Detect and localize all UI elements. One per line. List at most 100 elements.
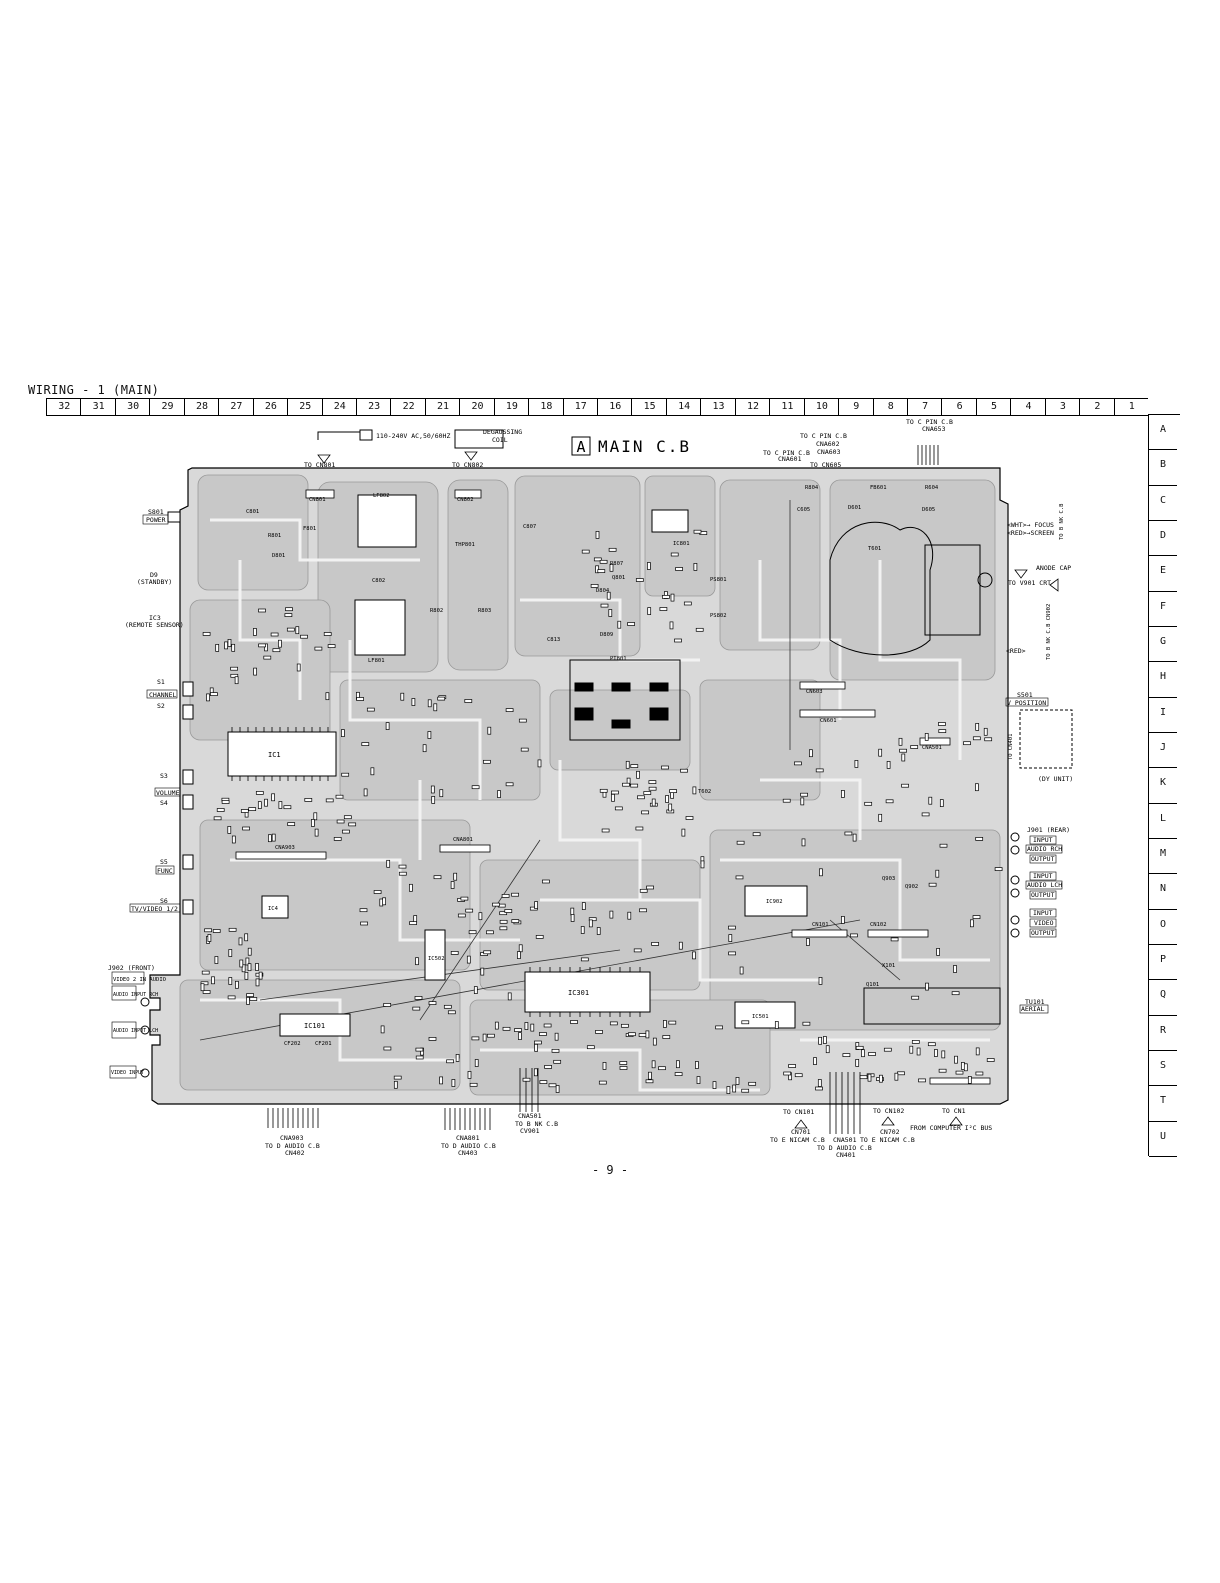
component-mark — [360, 921, 368, 926]
cna501-label: CNA501 — [518, 1112, 542, 1120]
column-label: 17 — [562, 399, 598, 415]
component-mark — [393, 1075, 402, 1080]
component-mark — [608, 609, 613, 617]
component-mark — [314, 646, 323, 651]
component-mark — [953, 965, 957, 973]
component-mark — [244, 933, 249, 942]
component-mark — [662, 595, 670, 599]
component-mark — [415, 1055, 424, 1060]
board-label-text: MAIN C.B — [598, 437, 691, 456]
component-mark — [696, 1076, 701, 1084]
column-label: 2 — [1079, 399, 1114, 415]
c605-label: C605 — [797, 507, 810, 513]
component-mark — [433, 703, 438, 712]
component-mark — [984, 737, 993, 742]
component-mark — [668, 1020, 677, 1025]
component-mark — [924, 733, 929, 741]
right-labels: <WHT>→ FOCUS <RED>→SCREEN TO B NK C.B AN… — [1005, 503, 1073, 1014]
component-mark — [975, 783, 979, 792]
component-mark — [450, 951, 459, 955]
component-mark — [255, 978, 260, 987]
component-mark — [916, 1047, 921, 1056]
column-label: 25 — [287, 399, 322, 415]
d809-label: D809 — [600, 632, 613, 638]
component-mark — [492, 902, 500, 907]
component-mark — [200, 983, 205, 992]
component-mark — [534, 1043, 538, 1052]
component-mark — [897, 1071, 905, 1076]
component-mark — [648, 1071, 652, 1080]
component-mark — [861, 1049, 865, 1058]
row-label: O — [1149, 909, 1177, 945]
component-mark — [455, 1054, 460, 1062]
board-label-letter: A — [576, 438, 585, 456]
component-mark — [934, 1049, 938, 1057]
cn603-label: CN603 — [806, 689, 823, 695]
component-mark — [909, 1045, 914, 1054]
cna603-label: CNA603 — [817, 448, 841, 456]
component-mark — [313, 812, 318, 821]
component-mark — [341, 729, 345, 737]
component-mark — [669, 621, 674, 630]
s1-label: S1 — [157, 678, 165, 686]
component-mark — [627, 622, 635, 626]
screen-label: <RED>→SCREEN — [1007, 529, 1054, 537]
component-mark — [258, 643, 266, 648]
component-mark — [859, 1075, 868, 1080]
column-label: 30 — [114, 399, 150, 415]
component-mark — [555, 1085, 560, 1093]
component-mark — [685, 816, 694, 820]
audio-input-lch-label: AUDIO INPUT LCH — [113, 1028, 158, 1034]
component-mark — [625, 760, 630, 769]
cna653-label: CNA653 — [922, 425, 946, 433]
component-mark — [253, 628, 257, 636]
component-mark — [726, 1086, 731, 1094]
component-mark — [975, 1071, 984, 1076]
component-mark — [819, 868, 823, 877]
to-cn801-label: TO CN801 — [304, 461, 335, 469]
component-mark — [295, 626, 300, 635]
component-mark — [596, 927, 601, 935]
component-mark — [728, 934, 733, 942]
cable-bundles — [267, 445, 939, 1134]
r807-label: R807 — [610, 561, 623, 567]
component-mark — [241, 964, 246, 973]
component-mark — [227, 826, 232, 834]
component-mark — [370, 767, 375, 776]
component-mark — [590, 584, 599, 588]
component-mark — [639, 908, 647, 913]
component-mark — [478, 912, 483, 921]
component-mark — [598, 1080, 607, 1085]
component-mark — [524, 1022, 529, 1030]
row-label: L — [1149, 803, 1177, 839]
component-mark — [938, 722, 946, 726]
component-mark — [595, 1030, 603, 1034]
component-mark — [927, 1042, 936, 1047]
component-mark — [231, 835, 236, 844]
component-mark — [588, 919, 593, 928]
thp801-label: THP801 — [455, 542, 475, 548]
column-label: 3 — [1044, 399, 1080, 415]
component-mark — [817, 1079, 822, 1087]
component-mark — [867, 1073, 872, 1082]
component-mark — [928, 796, 933, 805]
component-mark — [457, 913, 466, 918]
component-mark — [361, 742, 370, 746]
input-1-label: INPUT — [1033, 836, 1053, 844]
component-mark — [695, 1061, 699, 1069]
component-mark — [201, 970, 210, 975]
component-mark — [451, 1079, 456, 1087]
component-mark — [539, 1080, 548, 1084]
ic902-label: IC902 — [766, 899, 783, 905]
component-mark — [890, 937, 899, 942]
ps802-label: PS802 — [710, 613, 727, 619]
row-label: E — [1149, 555, 1177, 592]
component-mark — [593, 557, 602, 562]
component-mark — [941, 1050, 946, 1059]
component-mark — [635, 578, 644, 582]
d9-label: D9 — [150, 571, 158, 579]
component-mark — [518, 1032, 522, 1040]
component-mark — [227, 639, 232, 647]
ic1-label: IC1 — [268, 751, 281, 759]
